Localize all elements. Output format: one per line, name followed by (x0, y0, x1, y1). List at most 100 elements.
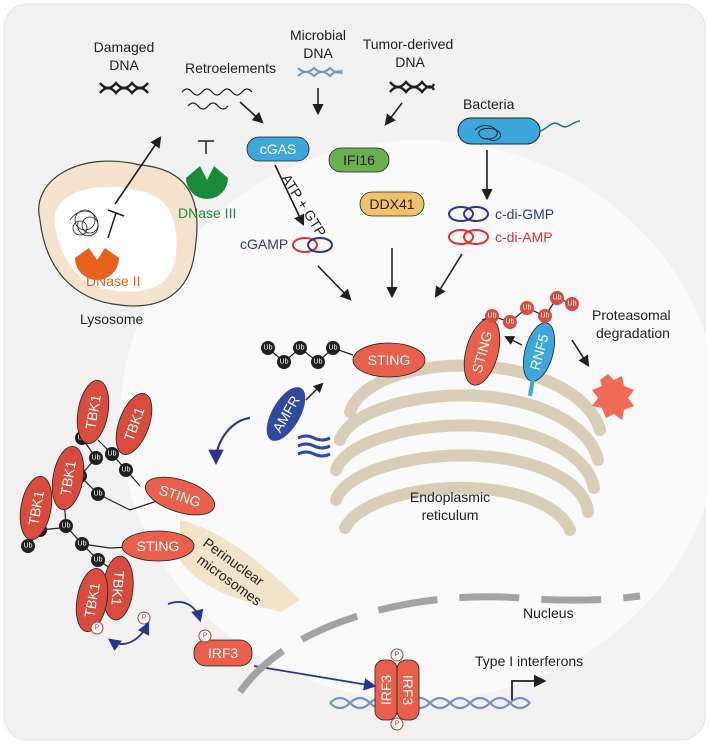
ub-1: Ub (329, 345, 338, 352)
arrow-rnf5-to-sting (504, 336, 523, 346)
arrow-to-degradation (571, 339, 590, 367)
tbk1-label-4: TBK1 (25, 489, 47, 526)
ub-chain-amfr: Ub Ub Ub Ub Ub (261, 341, 354, 369)
ub-t2: Ub (92, 455, 101, 462)
ddx41-label: DDX41 (369, 196, 414, 212)
degraded-protein-icon (592, 374, 634, 420)
tumor-dna-label-2: DNA (395, 54, 425, 70)
tbk1-node-2: TBK1 (115, 393, 153, 455)
ub-t6: Ub (94, 491, 103, 498)
cgas-label: cGAS (260, 141, 297, 157)
arrow-lysosome-to-dna (114, 136, 162, 205)
arrow-irf3-to-nucleus (253, 665, 377, 691)
c-di-gmp-icon (448, 206, 489, 222)
ub-r6: Ub (568, 301, 577, 308)
arrow-retro-to-cgas (239, 101, 264, 124)
inhibition-line (107, 212, 117, 239)
ub-chain-rnf5: Ub Ub Ub Ub Ub Ub (481, 291, 579, 329)
tbk1-label-1: TBK1 (82, 393, 104, 430)
irf3-node: IRF3 P (193, 629, 253, 667)
cgamp-icon (292, 237, 333, 253)
damaged-dna-label-2: DNA (109, 57, 139, 73)
irf3-label: IRF3 (208, 645, 239, 661)
nuclear-dna-icon (329, 696, 531, 710)
c-di-amp-icon (448, 229, 489, 245)
tbk1-label-3: TBK1 (57, 459, 79, 496)
tumor-dna-icon (389, 80, 436, 94)
tbk1-node-3: TBK1 (51, 445, 85, 511)
nuclear-membrane (237, 592, 641, 694)
ub-t10: Ub (94, 557, 103, 564)
ub-t3: Ub (108, 451, 117, 458)
microbial-dna-icon (297, 66, 343, 78)
endoplasmic-reticulum (330, 359, 606, 536)
ub-2: Ub (314, 359, 323, 366)
dna-tangle-icon (69, 209, 99, 236)
microbial-dna-label-1: Microbial (290, 27, 346, 43)
arrow-er-to-microsomes (208, 416, 251, 466)
irf3-dimer: IRF3 IRF3 P P (374, 648, 420, 731)
arrow-tumor-down (384, 102, 403, 126)
cgamp-label: cGAMP (240, 236, 288, 252)
sting-er-node: STING (352, 342, 426, 378)
damaged-dna-label-1: Damaged (94, 39, 155, 55)
ub-r4: Ub (541, 313, 550, 320)
tumor-dna-label-1: Tumor-derived (363, 36, 454, 52)
er-label-2: reticulum (422, 507, 479, 523)
sting-er-label: STING (368, 352, 411, 368)
ub-r2: Ub (506, 319, 515, 326)
ifi16-label: IFI16 (343, 152, 375, 168)
c-di-gmp-label: c-di-GMP (495, 206, 554, 222)
dnase3-enzyme-icon (186, 166, 228, 199)
perinuclear-microsome (180, 520, 300, 612)
transcription-arrow (511, 674, 547, 700)
arrow-to-irf3 (167, 601, 204, 623)
microbial-dna-label-2: DNA (303, 45, 333, 61)
dnase3-label: DNase III (178, 205, 236, 221)
bacteria-label: Bacteria (463, 96, 515, 112)
sting-complex-1: STING (145, 476, 215, 516)
ub-5: Ub (264, 345, 273, 352)
tbk1-label-6: TBK1 (81, 581, 103, 618)
ub-t9: Ub (78, 541, 87, 548)
dnase2-enzyme-icon (75, 248, 119, 280)
ub-4: Ub (280, 359, 289, 366)
p-1: P (142, 615, 147, 622)
sting-complex-label-2: STING (137, 538, 180, 554)
p-irf3: P (203, 633, 208, 640)
lysosome (38, 160, 198, 307)
tbk1-node-1: TBK1 (76, 379, 110, 445)
retroelement-rna-icon (181, 88, 253, 110)
c-di-amp-label: c-di-AMP (495, 229, 553, 245)
sting-complex-2: STING (121, 530, 195, 562)
type1-ifn-label: Type I interferons (475, 653, 583, 669)
tbk1-node-4: TBK1 (19, 475, 53, 541)
arrow-phospho-exchange (107, 621, 150, 651)
arrow-amfr-ub (305, 382, 324, 401)
background-glow (120, 140, 709, 700)
damaged-dna-icon (99, 81, 149, 95)
sting-rnf5-node: STING (463, 318, 501, 386)
ub-r5: Ub (553, 295, 562, 302)
arrow-cdn-to-er (434, 253, 463, 298)
proteasomal-label-1: Proteasomal (592, 307, 671, 323)
ub-3: Ub (296, 345, 305, 352)
retroelements-label: Retroelements (185, 60, 276, 76)
arrow-cgamp-to-er (317, 265, 352, 301)
ub-r3: Ub (523, 305, 532, 312)
p-2: P (95, 625, 100, 632)
rnf5-node: RNF5 (523, 322, 555, 397)
tbk1-node-5: TBK1 (102, 555, 134, 621)
lysosome-label: Lysosome (80, 311, 144, 327)
p-dimer-bottom: P (395, 721, 400, 728)
p-dimer-top: P (395, 652, 400, 659)
irf3-dimer-label-2: IRF3 (400, 675, 416, 706)
cgas-node: cGAS (246, 136, 310, 162)
irf3-dimer-label-1: IRF3 (378, 675, 394, 706)
arrow-cgas-to-cgamp (274, 164, 305, 227)
nucleus-label: Nucleus (523, 605, 574, 621)
ub-t12: Ub (24, 543, 33, 550)
tbk1-label-5: TBK1 (108, 570, 127, 606)
